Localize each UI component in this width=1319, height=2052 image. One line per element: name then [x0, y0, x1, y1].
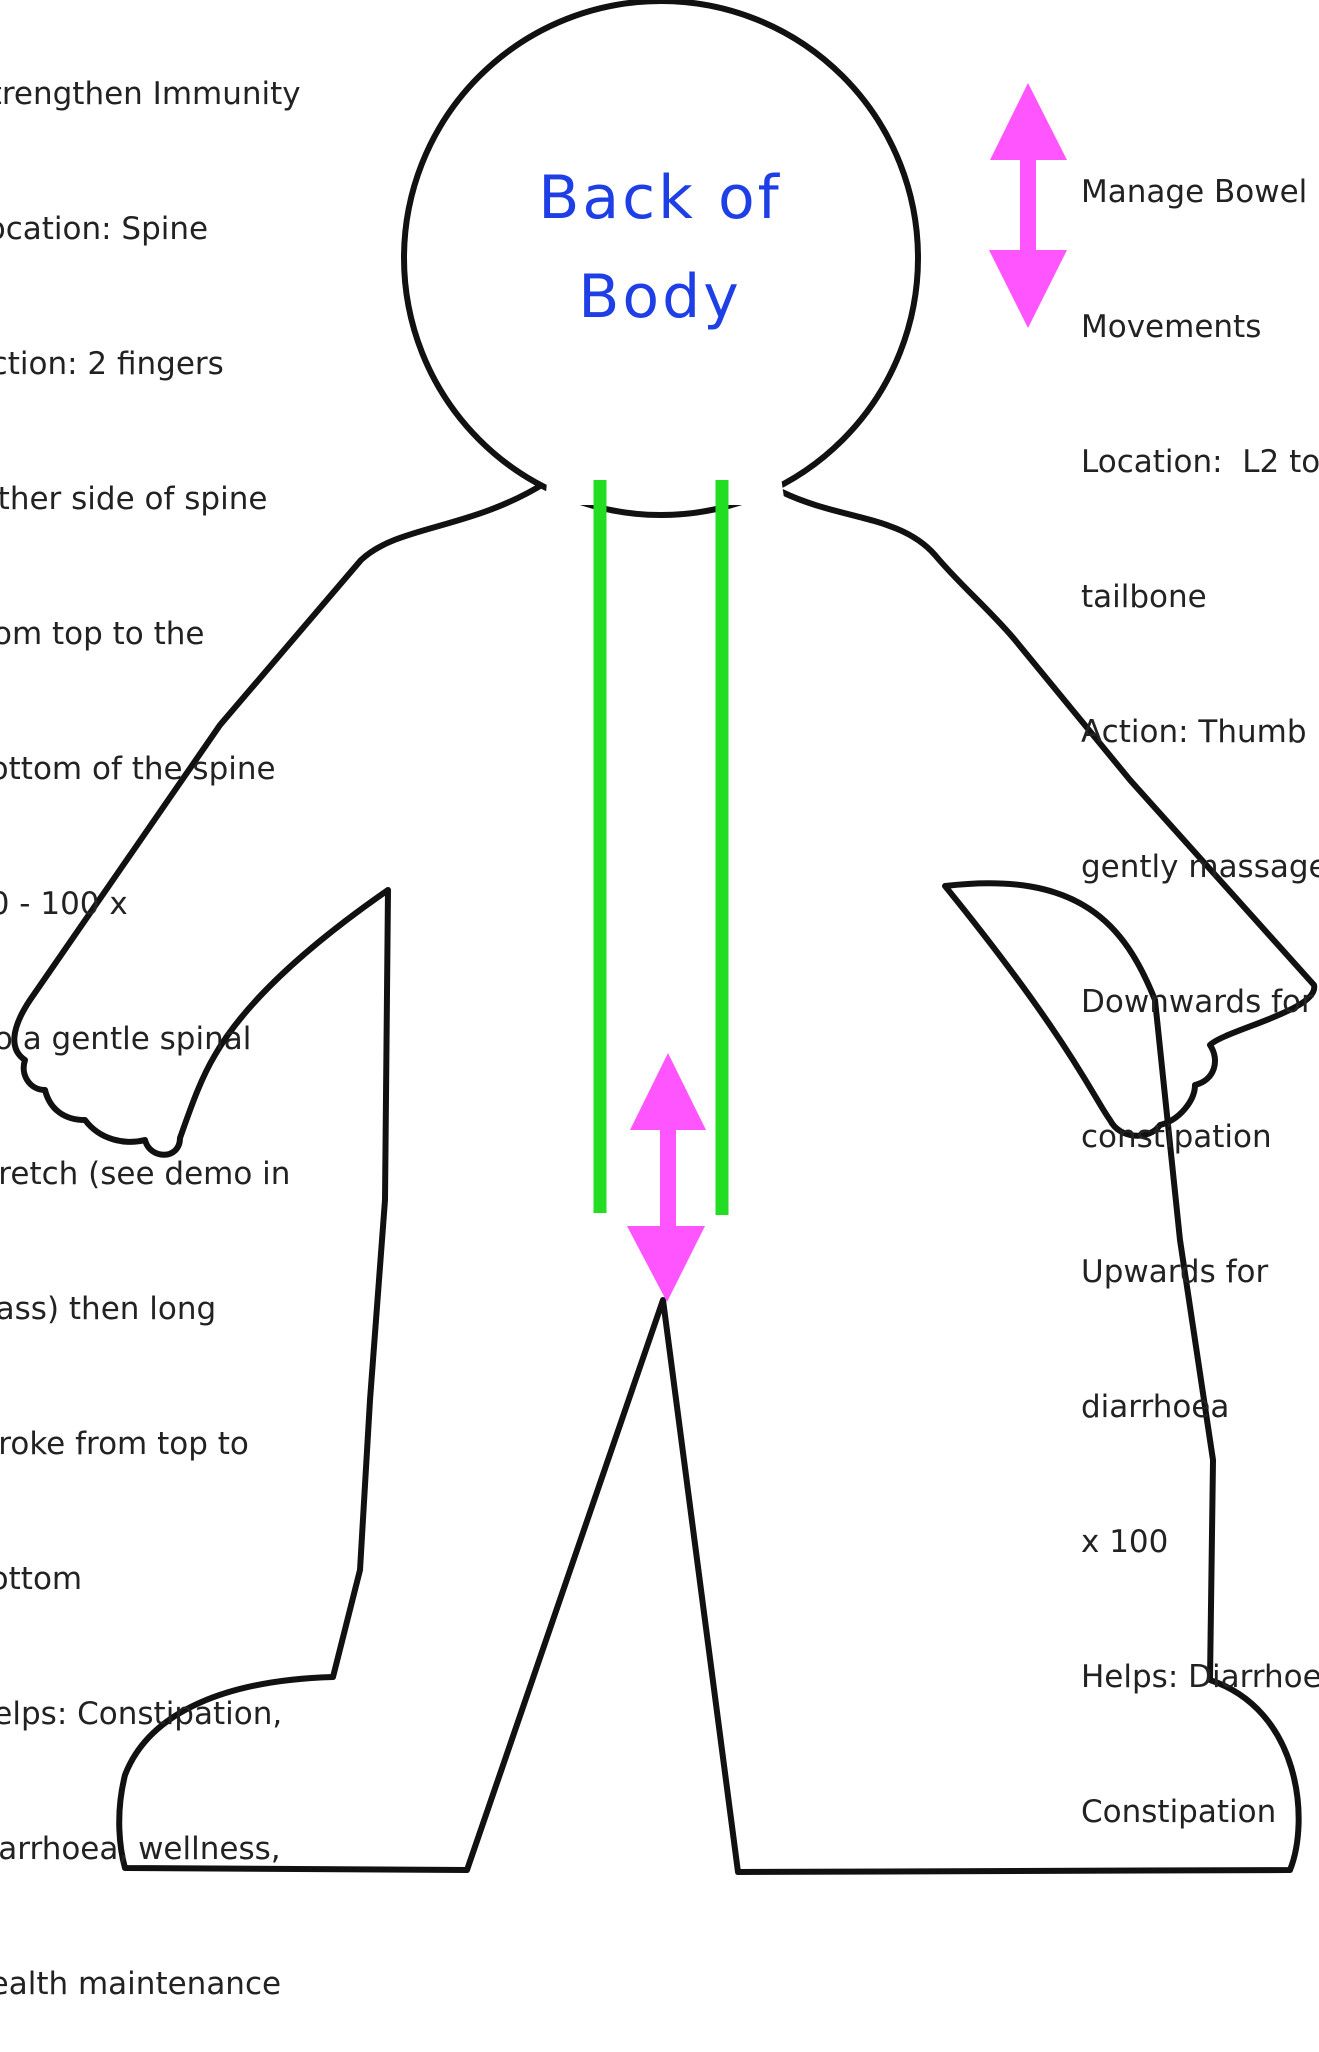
note-line: class) then long: [0, 1287, 310, 1332]
legend-arrow: [989, 83, 1067, 328]
note-line: x 100: [1081, 1520, 1319, 1565]
note-line: 50 - 100 x: [0, 882, 310, 927]
diagram-title-line-1: Back of: [490, 163, 830, 233]
note-line: Constipation: [1081, 1790, 1319, 1835]
note-line: gently massage: [1081, 845, 1319, 890]
note-line: Downwards for: [1081, 980, 1319, 1025]
note-line: Action: Thumb: [1081, 710, 1319, 755]
legend-arrow-up-head: [990, 83, 1067, 160]
note-line: bottom: [0, 1557, 310, 1602]
note-line: constipation: [1081, 1115, 1319, 1160]
note-line: Movements: [1081, 305, 1319, 350]
note-line: Helps: Diarrhoea,: [1081, 1655, 1319, 1700]
legend-arrow-shaft: [1020, 158, 1036, 253]
note-line: Helps: Constipation,: [0, 1692, 310, 1737]
diagram-title-line-2: Body: [490, 262, 830, 332]
note-line: Location: Spine: [0, 207, 310, 252]
note-line: Do a gentle spinal: [0, 1017, 310, 1062]
note-line: Location: L2 to: [1081, 440, 1319, 485]
arrow-shaft: [660, 1128, 676, 1228]
immunity-note: Strengthen Immunity Location: Spine Acti…: [0, 0, 310, 2052]
legend-arrow-down-head: [989, 250, 1067, 328]
note-line: Action: 2 fingers: [0, 342, 310, 387]
note-line: diarrhoea: [1081, 1385, 1319, 1430]
head-shape: [404, 1, 918, 515]
note-line: Manage Bowel: [1081, 170, 1319, 215]
note-line: Upwards for: [1081, 1250, 1319, 1295]
note-line: stroke from top to: [0, 1422, 310, 1467]
bowel-note: Manage Bowel Movements Location: L2 to t…: [1081, 80, 1319, 1880]
note-line: either side of spine: [0, 477, 310, 522]
neck-join: [545, 470, 785, 505]
note-line: tailbone: [1081, 575, 1319, 620]
note-line: health maintenance: [0, 1962, 310, 2007]
note-line: from top to the: [0, 612, 310, 657]
note-line: stretch (see demo in: [0, 1152, 310, 1197]
note-line: diarrhoea, wellness,: [0, 1827, 310, 1872]
note-line: bottom of the spine: [0, 747, 310, 792]
note-line: Strengthen Immunity: [0, 72, 310, 117]
